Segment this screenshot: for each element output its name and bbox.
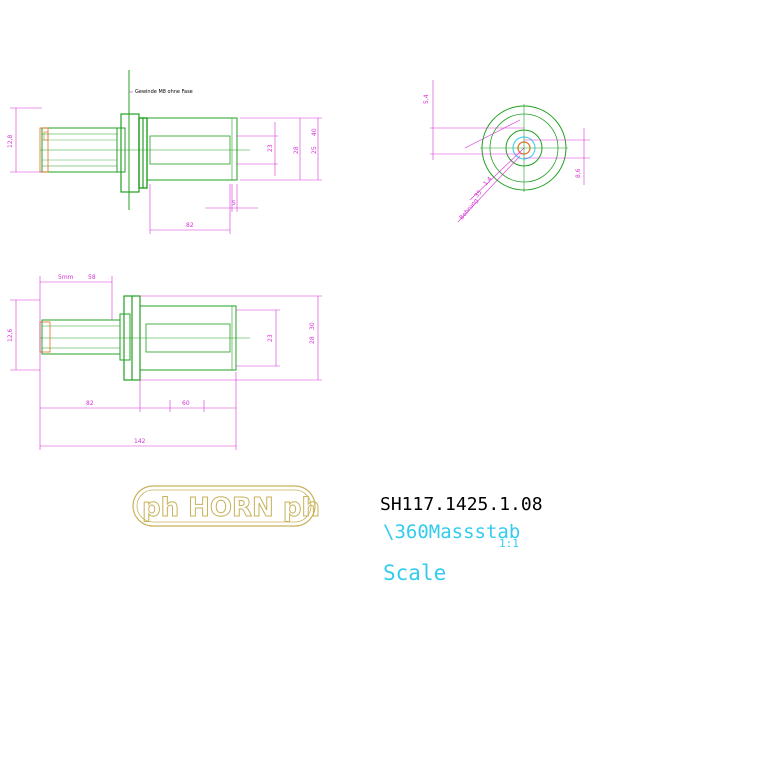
dim-v1-right-mid: 28 bbox=[293, 146, 300, 154]
note-thread: Gewinde M8 ohne Fase bbox=[135, 89, 193, 95]
dim-v1-left: 12,8 bbox=[7, 134, 14, 148]
scale-label-1: \360Massstab bbox=[383, 521, 520, 543]
dim-end-angle1: 1,4 bbox=[482, 175, 494, 187]
dim-v2-bottom-b: 60 bbox=[182, 400, 190, 407]
side-view-2: 12,6 5mm 58 23 28 30 82 60 142 bbox=[7, 274, 322, 450]
dim-v2-right-mid: 28 bbox=[309, 336, 316, 344]
dim-v2-right-small: 23 bbox=[267, 334, 274, 342]
dim-v2-top-a: 5mm bbox=[58, 274, 74, 281]
dim-v2-bottom-total: 142 bbox=[134, 438, 146, 445]
dim-v1-bottom-small: 5 bbox=[232, 200, 236, 207]
scale-label-2: Scale bbox=[383, 561, 446, 585]
end-view: 5,4 8,6 1,4 35 Bohrung bbox=[423, 80, 590, 223]
dim-end-diag: Bohrung bbox=[458, 197, 480, 221]
dim-v2-top-b: 58 bbox=[88, 274, 96, 281]
logo-text: ph HORN ph bbox=[142, 493, 320, 523]
dim-v1-right-d1: 40 bbox=[311, 128, 318, 136]
dim-v1-bottom-len: 82 bbox=[186, 222, 194, 229]
dim-end-top: 5,4 bbox=[423, 94, 430, 104]
dim-v1-right-d2: 25 bbox=[311, 146, 318, 154]
dim-v2-right-d: 30 bbox=[309, 322, 316, 330]
scale-ratio: 1:1 bbox=[499, 537, 519, 550]
side-view-1: 12,8 23 28 25 40 82 5 Gewinde M8 ohne Fa… bbox=[7, 70, 322, 234]
dim-end-right: 8,6 bbox=[575, 168, 582, 178]
part-number: SH117.1425.1.08 bbox=[380, 494, 543, 515]
dim-v2-left: 12,6 bbox=[7, 328, 14, 342]
horn-logo: ph HORN ph bbox=[132, 485, 321, 527]
dim-v2-bottom-a: 82 bbox=[86, 400, 94, 407]
dim-end-angle2: 35 bbox=[473, 189, 483, 199]
dim-v1-right-small: 23 bbox=[267, 144, 274, 152]
